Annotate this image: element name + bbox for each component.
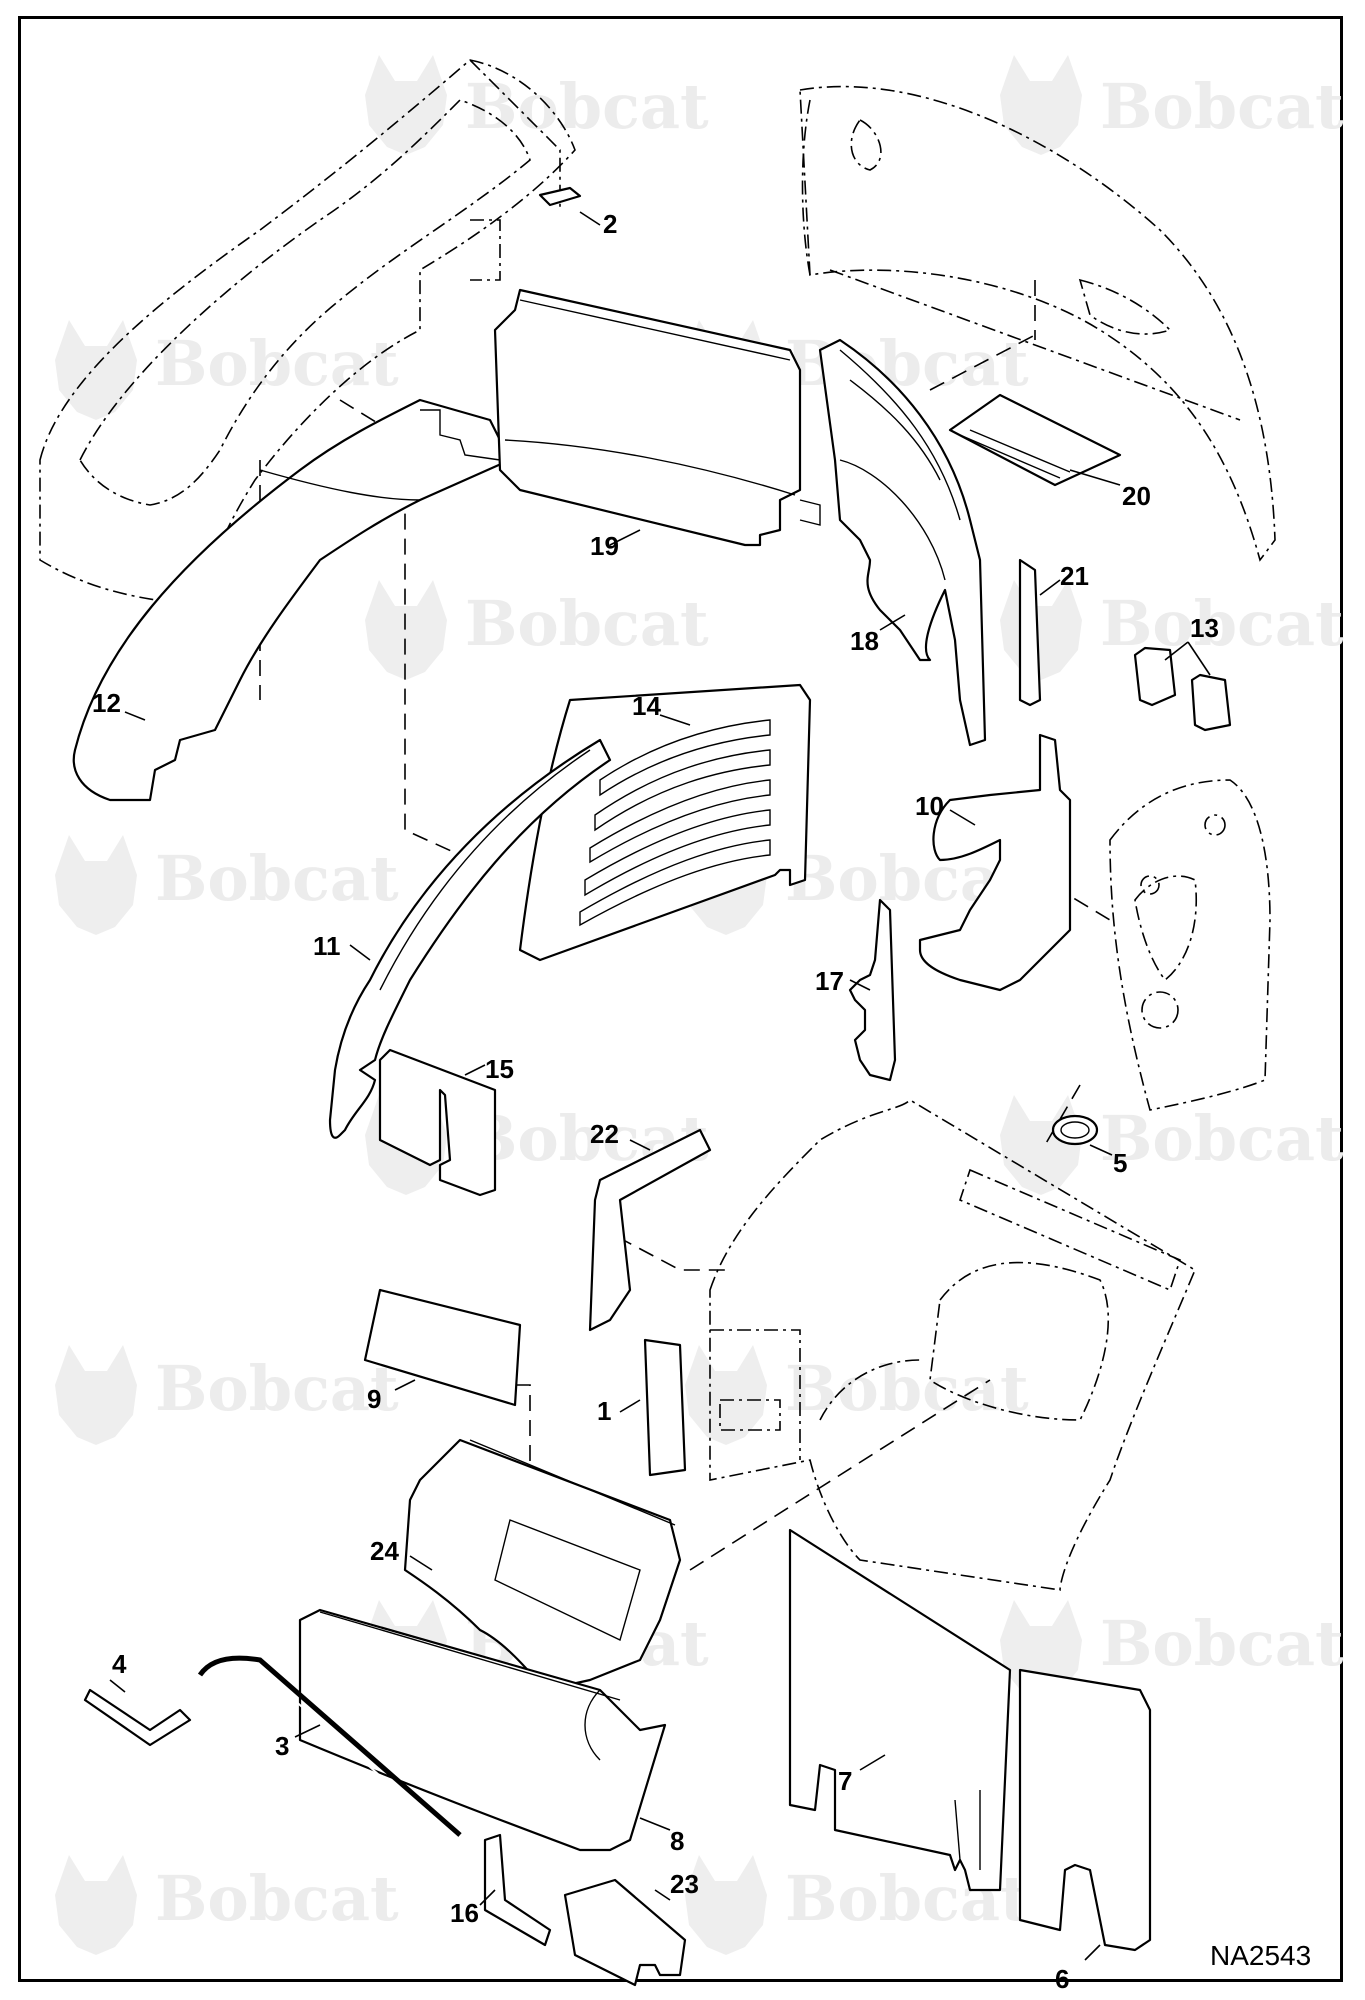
part-13-blocks	[1133, 646, 1232, 732]
callout-10: 10	[915, 791, 944, 821]
callout-23: 23	[670, 1869, 699, 1899]
ghost-cab-top-right	[799, 85, 1276, 562]
watermark-text: Bobcat	[465, 70, 709, 143]
part-2-clip	[538, 186, 582, 207]
callout-14: 14	[632, 691, 661, 721]
watermark-text: Bobcat	[1100, 70, 1344, 143]
ghost-rear-panel-right	[1109, 779, 1271, 1111]
callout-2: 2	[603, 209, 617, 239]
part-22-angle-strip	[588, 1128, 712, 1332]
ghost-frame-lower-right	[709, 1098, 1197, 1591]
callout-5: 5	[1113, 1148, 1127, 1178]
watermark-text: Bobcat	[1100, 587, 1344, 660]
callout-9: 9	[367, 1384, 381, 1414]
callout-22: 22	[590, 1119, 619, 1149]
part-20-floor-pad	[948, 393, 1122, 487]
part-14-louvered-panel	[518, 683, 812, 962]
callout-8: 8	[670, 1826, 684, 1856]
watermark-text: Bobcat	[155, 1862, 399, 1935]
callout-layer: 2 19 20 21 18 13 12 14 10 11 17 15 5 22 …	[92, 209, 1219, 1994]
part-4-fitting	[83, 1688, 192, 1747]
callout-21: 21	[1060, 561, 1089, 591]
callout-13: 13	[1190, 613, 1219, 643]
part-11-arm-insulation	[328, 738, 612, 1139]
watermark-text: Bobcat	[1100, 1102, 1344, 1175]
callout-16: 16	[450, 1898, 479, 1928]
part-21-strip	[1018, 558, 1042, 707]
part-16-bracket	[483, 1833, 552, 1947]
part-5-grommet	[1051, 1114, 1099, 1146]
callout-1: 1	[597, 1396, 611, 1426]
callout-19: 19	[590, 531, 619, 561]
part-3-hose	[197, 1655, 462, 1843]
callout-18: 18	[850, 626, 879, 656]
callout-15: 15	[485, 1054, 514, 1084]
callout-24: 24	[370, 1536, 399, 1566]
part-18-side-insulation	[818, 338, 987, 747]
callout-17: 17	[815, 966, 844, 996]
watermark-text: Bobcat	[155, 327, 399, 400]
part-19-rear-insulation	[493, 288, 821, 547]
part-12-top-insulation	[72, 398, 522, 802]
watermark-text: Bobcat	[155, 842, 399, 915]
part-23-block	[563, 1878, 687, 1987]
part-17-bracket	[848, 898, 897, 1082]
watermark-text: Bobcat	[1100, 1607, 1344, 1680]
part-7-panel	[788, 1528, 1012, 1892]
watermark-text: Bobcat	[465, 587, 709, 660]
part-9-sheet	[363, 1288, 522, 1407]
drawing-reference-number: NA2543	[1210, 1940, 1311, 1971]
callout-11: 11	[313, 931, 341, 961]
watermark-text: Bobcat	[785, 1352, 1029, 1425]
watermark-text: Bobcat	[155, 1352, 399, 1425]
callout-3: 3	[275, 1731, 289, 1761]
callout-6: 6	[1055, 1964, 1069, 1994]
callout-20: 20	[1122, 481, 1151, 511]
callout-7: 7	[838, 1766, 852, 1796]
part-10-bracket	[918, 733, 1072, 992]
callout-12: 12	[92, 688, 121, 718]
part-6-panel	[1018, 1668, 1152, 1952]
part-8-lower-panel	[298, 1608, 667, 1852]
part-15-notched-panel	[378, 1048, 497, 1197]
callout-4: 4	[112, 1649, 127, 1679]
part-1-strip	[643, 1338, 687, 1477]
